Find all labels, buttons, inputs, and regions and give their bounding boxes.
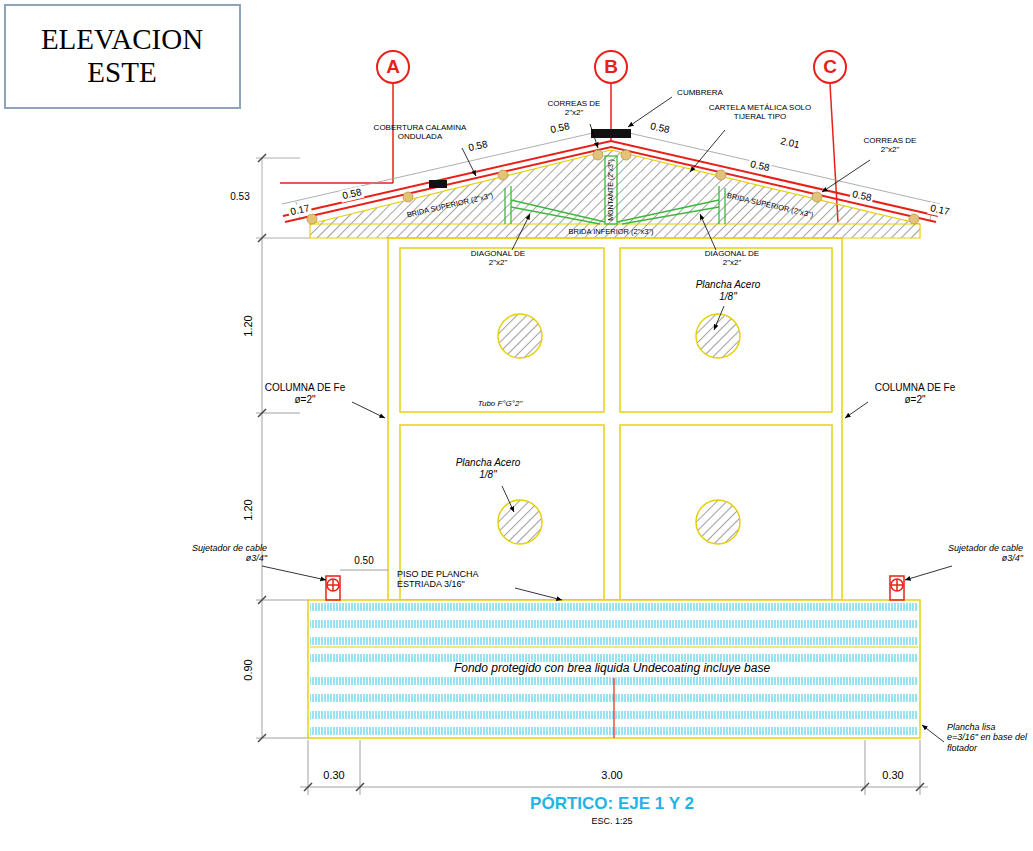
- axis-letter: A: [386, 56, 400, 78]
- dimension: 0.58: [547, 120, 572, 136]
- plate-label: Plancha Acero 1/8": [692, 279, 764, 302]
- dimension: 2.01: [777, 135, 802, 151]
- floater-note: Fondo protegido con brea liquida Undecoa…: [452, 662, 772, 676]
- pipe-label: Tubo F°G°2": [478, 399, 523, 408]
- part-label: CORREAS DE 2"x2": [543, 99, 605, 117]
- column-label: COLUMNA DE Fe ø=2": [868, 382, 963, 405]
- axis-marker: C: [813, 50, 847, 84]
- sheet-title: ELEVACION ESTE: [22, 23, 222, 90]
- dimension: 3.00: [601, 769, 622, 782]
- dimension: 0.58: [849, 188, 874, 204]
- dimension: 0.50: [354, 555, 373, 567]
- member-label: DIAGONAL DE 2"x2": [463, 249, 533, 267]
- dimension: 0.30: [323, 769, 344, 782]
- dimension: 1.20: [242, 313, 255, 338]
- floor-label: PISO DE PLANCHA ESTRIADA 3/16": [397, 569, 515, 590]
- part-label: COBERTURA CALAMINA ONDULADA: [363, 123, 478, 141]
- dimension: 0.58: [465, 138, 490, 154]
- plate-label: Plancha lisa e=3/16" en base del flotado…: [947, 722, 1027, 753]
- member-label: DIAGONAL DE 2"x2": [697, 249, 767, 267]
- dimension: 0.58: [747, 158, 772, 174]
- scale-note: ESC. 1:25: [591, 816, 632, 826]
- part-label: CUMBRERA: [677, 88, 723, 97]
- axis-letter: B: [604, 56, 618, 78]
- part-label: CORREAS DE 2"x2": [859, 136, 921, 154]
- dimension: 0.58: [647, 120, 672, 136]
- dimension: 0.90: [242, 657, 255, 682]
- dimension: 1.20: [242, 497, 255, 522]
- dimension: 0.30: [882, 769, 903, 782]
- member-label: MONTANTE (2"x3"): [607, 159, 615, 221]
- part-label: CARTELA METÁLICA SOLO TIJERAL TIPO: [708, 103, 813, 121]
- holder-label: Sujetador de cable ø3/4": [177, 543, 267, 564]
- axis-marker: A: [376, 50, 410, 84]
- member-label: BRIDA INFERIOR (2"x3"): [569, 228, 654, 237]
- axis-letter: C: [823, 56, 837, 78]
- column-label: COLUMNA DE Fe ø=2": [258, 382, 353, 405]
- plate-label: Plancha Acero 1/8": [452, 457, 524, 480]
- dimension: 0.53: [230, 191, 249, 203]
- dimension: 0.58: [339, 186, 364, 202]
- axis-marker: B: [594, 50, 628, 84]
- holder-label: Sujetador de cable ø3/4": [933, 543, 1023, 564]
- frame-caption: PÓRTICO: EJE 1 Y 2: [530, 794, 694, 814]
